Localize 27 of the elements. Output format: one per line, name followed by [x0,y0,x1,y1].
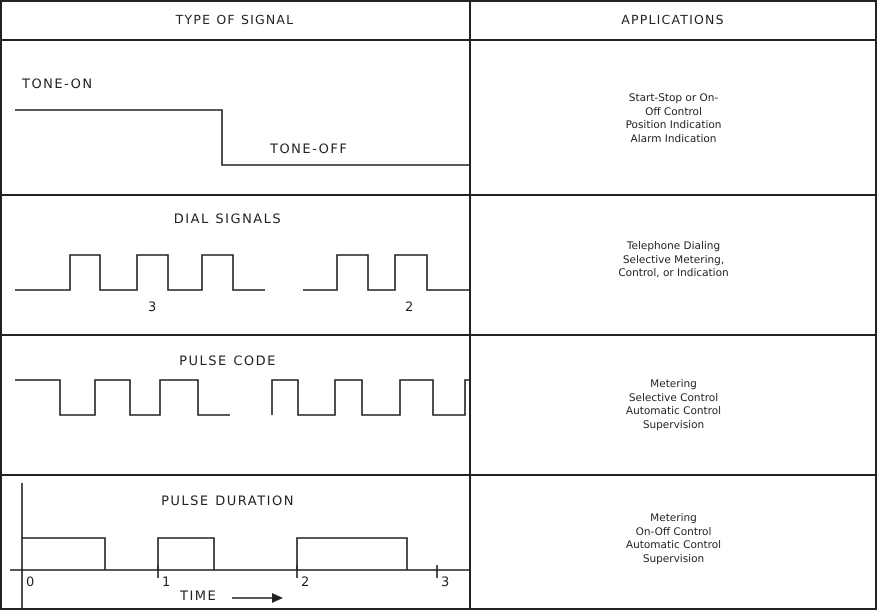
application-text: Selective Control [628,392,718,406]
application-text: Metering [650,512,697,526]
application-text: Supervision [642,418,704,433]
column-header: TYPE OF SIGNAL [174,13,296,28]
application-text: Automatic Control [626,539,722,553]
application-text: Supervision [642,552,704,567]
application-text: Automatic Control [626,405,722,419]
signal-name: PULSE DURATION [160,495,296,510]
application-text: Alarm Indication [630,132,716,147]
signal-name: PULSE CODE [178,355,278,370]
application-text: Position Indication [626,119,722,133]
signal-name: TONE-OFF [270,143,348,158]
application-text: Start-Stop or On-Off Control [628,92,720,120]
application-text: On-Off Control [636,526,712,540]
digit-label: 3 [148,301,158,316]
tick-label: 3 [441,576,451,591]
signal-name: TONE-ON [22,78,94,93]
application-text: Telephone Dialing [626,240,720,254]
tick-label: 2 [301,576,311,591]
application-text: Metering [650,378,697,392]
tick-label: 0 [26,576,36,591]
application-text: Selective Metering, Control, or Indication [617,254,730,281]
tick-label: 1 [162,576,172,591]
digit-label: 2 [405,301,415,316]
axis-label: TIME [180,590,218,605]
signal-name: DIAL SIGNALS [172,213,284,228]
column-header: APPLICATIONS [620,13,726,28]
